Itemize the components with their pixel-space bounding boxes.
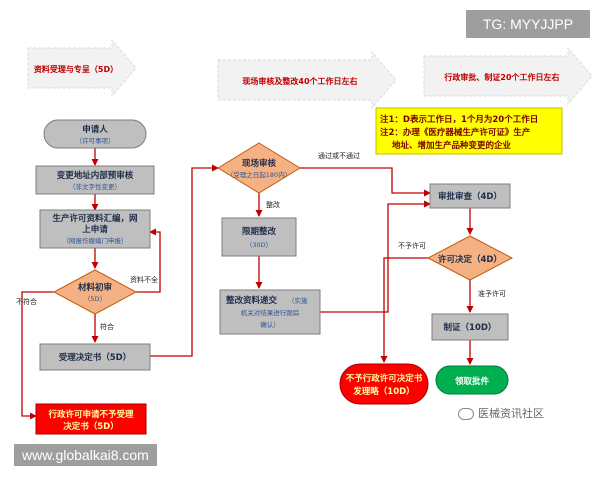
node-compile-title1: 生产许可资料汇编，网 [52, 213, 137, 224]
label-incomplete: 资料不全 [130, 275, 158, 284]
node-resubmit-line1b: （实施 [288, 296, 308, 305]
node-decision-title: 许可决定（4D） [438, 254, 502, 265]
banner-phase3-label: 行政审批、制证20个工作日左右 [443, 72, 559, 82]
node-collect: 领取批件 [435, 365, 509, 395]
banner-phase3: 行政审批、制证20个工作日左右 [423, 46, 593, 106]
node-collect-title: 领取批件 [454, 376, 490, 387]
note-line2: 注2：办理《医疗器械生产许可证》生产 [380, 127, 531, 138]
node-cert-title: 制证（10D） [444, 322, 497, 333]
edge-initial-incomplete [136, 228, 161, 293]
label-deny: 不予许可 [398, 241, 426, 250]
edge-onsite-review [300, 167, 431, 197]
edges [21, 148, 474, 420]
node-prereview-sub: （非文字性变更） [69, 182, 121, 191]
node-apply-title: 申请人 [82, 124, 108, 135]
node-deny-notice: 不予行政许可决定书 发理略（10D） [339, 363, 429, 405]
note-box: 注1：D表示工作日，1个月为20个工作日 注2：办理《医疗器械生产许可证》生产 … [375, 107, 563, 155]
watermark-telegram: TG: MYYJJPP [466, 10, 590, 38]
node-accept-decision: 受理决定书（5D） [39, 343, 151, 371]
node-certificate: 制证（10D） [431, 313, 509, 341]
banner-phase1-label: 资料受理与专呈（5D） [34, 64, 118, 74]
node-reject-notice: 行政许可申请不予受理 决定书（5D） [35, 403, 147, 435]
watermark-website: www.globalkai8.com [14, 444, 157, 466]
node-resubmit-line2: 机关对结果进行跟踪 [241, 308, 300, 317]
node-resubmit: 整改资料递交 （实施 机关对结果进行跟踪 确认） [219, 289, 321, 335]
node-resubmit-line3: 确认） [260, 320, 280, 329]
watermark-wechat: 医械资讯社区 [458, 405, 578, 423]
node-initial-review: 材料初审 （5D） [52, 269, 138, 315]
node-apply-sub: （许可事项） [76, 136, 115, 145]
edge-accept-onsite [150, 164, 219, 357]
node-rectify: 限期整改 （30D） [221, 217, 297, 257]
label-pass-or-fail: 通过或不通过 [318, 151, 360, 160]
node-reject-line1: 行政许可申请不予受理 [47, 409, 134, 420]
label-rectify: 整改 [266, 200, 280, 209]
edge-decision-deny [380, 257, 430, 363]
note-line3: 地址、增加生产品种变更的企业 [392, 140, 512, 151]
node-initial-sub: （5D） [84, 295, 106, 303]
node-compile-sub: （网报作撤编门申报） [63, 236, 128, 245]
node-compile-title2: 上申请 [82, 224, 108, 235]
node-prereview-title: 变更地址内部预审核 [57, 170, 134, 181]
node-compile: 生产许可资料汇编，网 上申请 （网报作撤编门申报） [39, 209, 151, 249]
node-rectify-sub: （30D） [246, 241, 272, 249]
wechat-icon [458, 408, 474, 420]
node-deny-line1: 不予行政许可决定书 [346, 373, 423, 384]
banner-phase2: 现场审核及整改40个工作日左右 [217, 50, 397, 110]
node-deny-line2: 发理略（10D） [352, 386, 414, 397]
note-line1: 注1：D表示工作日，1个月为20个工作日 [380, 114, 538, 125]
label-noncompliant: 不符合 [16, 297, 37, 306]
node-prereview: 变更地址内部预审核 （非文字性变更） [35, 165, 155, 195]
node-apply: 申请人 （许可事项） [43, 119, 147, 149]
node-resubmit-line1: 整改资料递交 [226, 295, 278, 306]
node-permit-decision: 许可决定（4D） [426, 235, 514, 281]
label-grant: 准予许可 [478, 289, 506, 298]
node-initial-title: 材料初审 [77, 282, 112, 293]
node-accept-title: 受理决定书（5D） [59, 352, 131, 363]
edge-initial-noncompliant [21, 291, 54, 420]
node-onsite-title: 现场审核 [242, 158, 277, 169]
node-rectify-title: 限期整改 [242, 226, 277, 237]
banner-phase2-label: 现场审核及整改40个工作日左右 [242, 76, 357, 86]
node-reject-line2: 决定书（5D） [63, 421, 118, 432]
node-approval-review-title: 审批审查（4D） [438, 191, 502, 202]
node-approval-review: 审批审查（4D） [429, 183, 511, 209]
watermark-wechat-label: 医械资讯社区 [478, 407, 544, 420]
banner-phase1: 资料受理与专呈（5D） [27, 38, 137, 98]
node-onsite-audit: 现场审核 （受理之日起180内） [217, 142, 301, 194]
label-compliant: 符合 [100, 322, 114, 331]
node-onsite-sub: （受理之日起180内） [227, 170, 291, 179]
